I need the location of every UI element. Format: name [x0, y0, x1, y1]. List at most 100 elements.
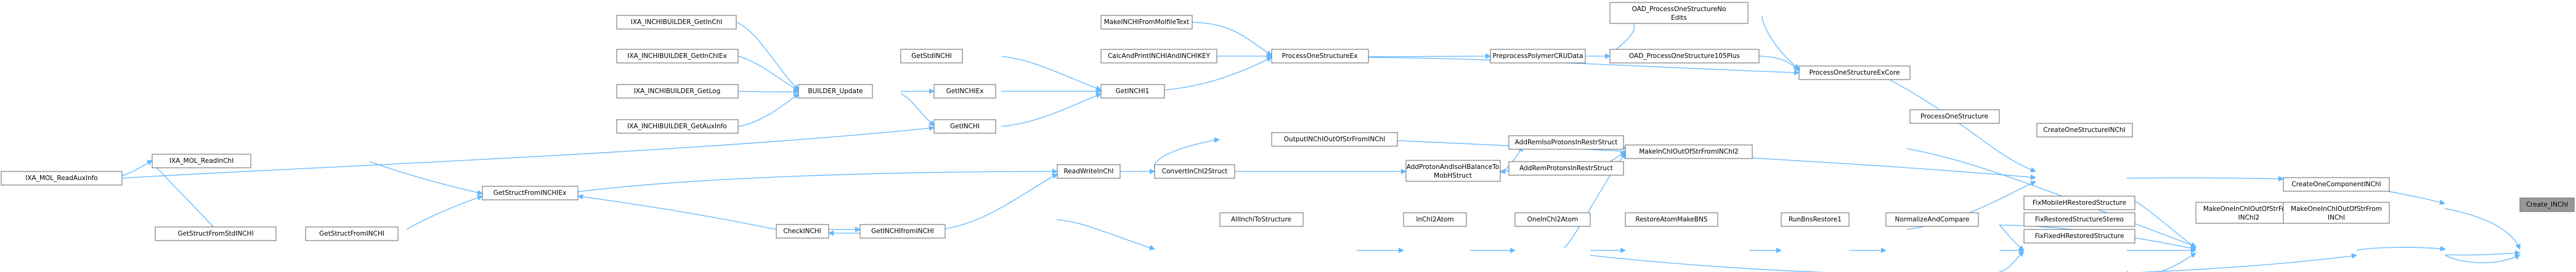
- node-ixa-inchibuilder-getlog[interactable]: IXA_INCHIBUILDER_GetLog: [616, 84, 739, 99]
- node-label: GetINCHIfromINCHI: [871, 228, 934, 235]
- node-label: RestoreAtomMakeBNS: [1636, 216, 1708, 223]
- node-processonestructureex[interactable]: ProcessOneStructureEx: [1271, 49, 1369, 64]
- node-ixa-inchibuilder-getinchiex[interactable]: IXA_INCHIBUILDER_GetInChIEx: [616, 49, 739, 64]
- node-label: OAD_ProcessOneStructureNo: [1632, 6, 1726, 13]
- edge-getinchifrominchi-to-readwrite: [945, 173, 1058, 229]
- node-builder-update[interactable]: BUILDER_Update: [798, 84, 873, 99]
- node-addremprotonsinrestrstruct[interactable]: AddRemProtonsInRestrStruct: [1508, 161, 1624, 176]
- node-label: AddRemIsoProtonsInRestrStruct: [1515, 139, 1618, 146]
- edge-getstdinchi-to-getinchi1: [1001, 56, 1102, 91]
- node-createonestructureinchi[interactable]: CreateOneStructureINChI: [2036, 123, 2133, 138]
- edge-normalize-to-fixfixed: [1999, 251, 2025, 272]
- node-label: MakeInChIOutOfStrFromINChI2: [1639, 148, 1738, 155]
- edge-ixaread-to-ixareadinchi: [121, 160, 153, 176]
- node-getstdinchi[interactable]: GetStdINCHI: [900, 49, 963, 64]
- node-fixrestoredstructurestereo[interactable]: FixRestoredStructureStereo: [2023, 212, 2135, 227]
- edge-processonestructureex-to-preprocess: [1368, 53, 1491, 59]
- node-restoreatommakebns[interactable]: RestoreAtomMakeBNS: [1625, 212, 1718, 227]
- node-readwriteinchi[interactable]: ReadWriteInChI: [1057, 164, 1121, 179]
- edge-getstructfrominchi-to-ixareadinchi: [152, 162, 216, 230]
- node-inchi2atom[interactable]: InChI2Atom: [1403, 212, 1467, 227]
- node-ixa-inchibuilder-getinchi[interactable]: IXA_INCHIBUILDER_GetInChI: [616, 15, 737, 30]
- node-label: InChI2Atom: [1416, 216, 1453, 223]
- node-oneinchi2atom[interactable]: OneInChI2Atom: [1514, 212, 1591, 227]
- node-getinchi1[interactable]: GetINCHI1: [1100, 84, 1165, 99]
- node-label: Edits: [1671, 14, 1687, 22]
- node-label: FixMobileHRestoredStructure: [2033, 199, 2126, 207]
- node-label: GetINCHIEx: [946, 88, 984, 95]
- node-label: NormalizeAndCompare: [1895, 216, 1969, 223]
- node-label: INChI: [2328, 214, 2345, 221]
- node-ixa-mol-readauxinfo[interactable]: IXA_MOL_ReadAuxInfo: [1, 171, 123, 186]
- node-getinchiex[interactable]: GetINCHIEx: [933, 84, 996, 99]
- node-calcandprintinchiandinchikey[interactable]: CalcAndPrintINCHIAndINCHIKEY: [1100, 49, 1217, 64]
- node-processonestructureexcore[interactable]: ProcessOneStructureExCore: [1798, 65, 1911, 80]
- node-label: CreateOneStructureINChI: [2043, 126, 2125, 134]
- node-label: MobHStruct: [1434, 172, 1472, 179]
- node-processonestructure[interactable]: ProcessOneStructure: [1909, 109, 2000, 124]
- node-ixa-inchibuilder-getauxinfo[interactable]: IXA_INCHIBUILDER_GetAuxInfo: [616, 119, 739, 134]
- node-label: IXA_MOL_ReadInChI: [169, 157, 234, 165]
- node-outputinchioutofstrfrominchi[interactable]: OutputINChIOutOfStrFromINChI: [1271, 132, 1398, 147]
- edge-processonestructureexcore-to-processonestructure: [1875, 72, 2036, 173]
- node-label: OneInChI2Atom: [1527, 216, 1579, 223]
- edge-makeinchifrommol-to-processex: [1192, 22, 1272, 56]
- node-label: MakeOneInChIOutOfStrFrom: [2203, 205, 2294, 213]
- node-label: IXA_INCHIBUILDER_GetInChI: [631, 19, 723, 26]
- node-oad-processonestructure105plus[interactable]: OAD_ProcessOneStructure105Plus: [1609, 49, 1760, 64]
- node-label: GetINCHI1: [1116, 88, 1150, 95]
- node-label: IXA_MOL_ReadAuxInfo: [25, 175, 97, 182]
- edge-getinchi-to-ixaread: [121, 125, 935, 179]
- node-label: CalcAndPrintINCHIAndINCHIKEY: [1108, 52, 1211, 60]
- node-label: Create_INChI: [2526, 201, 2568, 208]
- edge-normalize-to-fixmobile: [1999, 224, 2025, 251]
- node-oad-processonestructurenoedits[interactable]: OAD_ProcessOneStructureNo Edits: [1609, 2, 1749, 24]
- edge-ixa-getinchi-to-builder: [736, 22, 799, 91]
- edge-getinchi1-to-processex: [1164, 57, 1272, 91]
- node-getinchi[interactable]: GetINCHI: [933, 119, 996, 134]
- node-allinchitostructure[interactable]: AllInchiToStructure: [1219, 212, 1304, 227]
- edge-processonestructureex-to-excore: [1368, 57, 1800, 76]
- node-runbnsrestore1[interactable]: RunBnsRestore1: [1781, 212, 1850, 227]
- node-label: AddProtonAndIsoHBalanceTo: [1407, 163, 1500, 171]
- node-fixfixedhrestoredstructure[interactable]: FixFixedHRestoredStructure: [2023, 229, 2135, 244]
- edge-processonestructure-to-createonestructure: [2126, 176, 2284, 182]
- edge-ixa-getauxinfo-to-builder: [737, 93, 799, 127]
- node-label: ConvertInChI2Struct: [1162, 168, 1228, 175]
- edge-oad-noedits-to-excore: [1761, 15, 1800, 70]
- node-getstructfrominchi[interactable]: GetStructFromINCHI: [305, 226, 399, 241]
- node-ixa-mol-readinchi[interactable]: IXA_MOL_ReadInChI: [152, 154, 251, 168]
- node-makeoneinchioutofstrfrominchi[interactable]: MakeOneInChIOutOfStrFrom INChI: [2283, 202, 2390, 224]
- node-label: ProcessOneStructure: [1920, 113, 1988, 120]
- node-makeinchioutofstrfrominchi2[interactable]: MakeInChIOutOfStrFromINChI2: [1625, 144, 1753, 159]
- node-getstructfrominchiex[interactable]: GetStructFromINCHIEx: [482, 186, 579, 200]
- node-create-inchi-root[interactable]: Create_INChI: [2519, 197, 2575, 212]
- node-makeinchifrommolfiletext[interactable]: MakeINCHIFromMolfileText: [1100, 15, 1193, 30]
- edge-convert-to-allinchi: [1056, 219, 1155, 250]
- edge-fixfixed-to-makeoneinchi2: [2126, 252, 2196, 272]
- node-label: OutputINChIOutOfStrFromINChI: [1284, 136, 1386, 143]
- node-label: AddRemProtonsInRestrStruct: [1519, 165, 1613, 172]
- node-label: IXA_INCHIBUILDER_GetAuxInfo: [627, 123, 727, 130]
- node-preprocesspolymercrudata[interactable]: PreprocessPolymerCRUData: [1490, 49, 1586, 64]
- node-fixmobilehrestoredstructure[interactable]: FixMobileHRestoredStructure: [2023, 196, 2135, 210]
- call-graph-edges: [121, 15, 2521, 272]
- node-createonecomponentinchi[interactable]: CreateOneComponentINChI: [2283, 177, 2390, 192]
- node-label: BUILDER_Update: [808, 88, 863, 95]
- node-label: PreprocessPolymerCRUData: [1493, 52, 1583, 60]
- node-label: FixFixedHRestoredStructure: [2035, 233, 2124, 240]
- node-convertinchi2struct[interactable]: ConvertInChI2Struct: [1154, 164, 1235, 179]
- node-normalizeandcompare[interactable]: NormalizeAndCompare: [1885, 212, 1979, 227]
- node-label: IXA_INCHIBUILDER_GetLog: [634, 88, 721, 95]
- node-label: GetStructFromStdINCHI: [177, 230, 253, 237]
- node-checkinchi[interactable]: CheckINCHI: [776, 224, 829, 239]
- edge-makeoneinchioutofstrfrominchi-to-root: [2445, 250, 2521, 256]
- node-addprotonandisohbalance[interactable]: AddProtonAndIsoHBalanceTo MobHStruct: [1405, 160, 1501, 182]
- node-getstructfromstdinchi[interactable]: GetStructFromStdINCHI: [155, 226, 277, 241]
- edge-makeoneinchi-from-inchi2-to-makeinchi-out: [2445, 254, 2521, 263]
- call-graph-nodes: IXA_MOL_ReadAuxInfo GetStructFromStdINCH…: [1, 2, 2575, 244]
- node-getinchifrominchi[interactable]: GetINCHIfromINCHI: [859, 224, 946, 239]
- edge-ixareadinchi-to-getstructex: [369, 161, 483, 196]
- node-addremisoprotonsinrestrstruct[interactable]: AddRemIsoProtonsInRestrStruct: [1508, 135, 1624, 150]
